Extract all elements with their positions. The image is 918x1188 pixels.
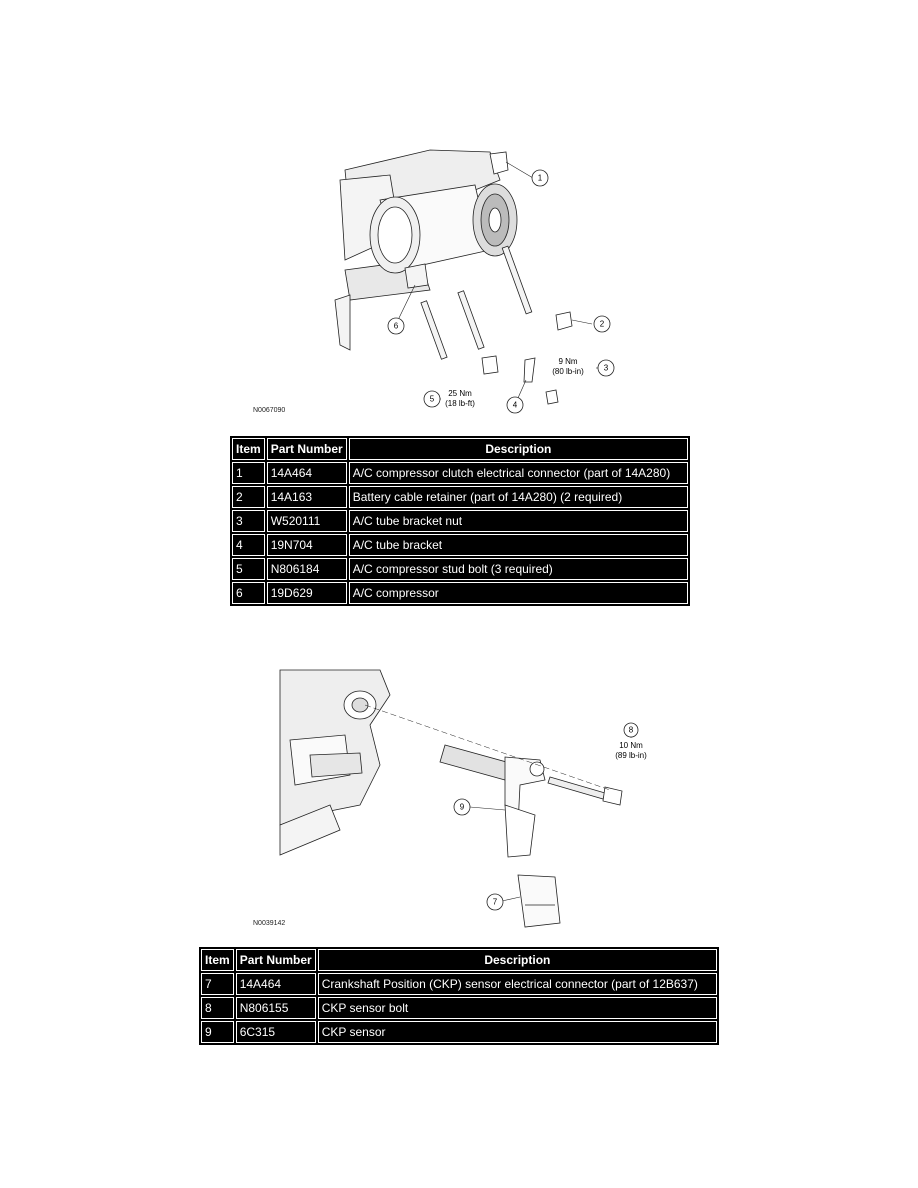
cell-part-number: 14A464 xyxy=(266,462,347,484)
callout-3-number: 3 xyxy=(604,364,609,373)
cell-part-number: 6C315 xyxy=(235,1021,316,1043)
callout-5-torque-alt: (18 lb-ft) xyxy=(445,399,475,408)
cell-item: 7 xyxy=(201,973,234,995)
cell-item: 2 xyxy=(232,486,265,508)
callout-3-torque-alt: (80 lb-in) xyxy=(552,367,584,376)
table-row: 6 19D629 A/C compressor xyxy=(232,582,688,604)
header-description: Description xyxy=(348,438,688,460)
cell-item: 4 xyxy=(232,534,265,556)
cell-description: CKP sensor bolt xyxy=(317,997,717,1019)
cell-description: A/C compressor clutch electrical connect… xyxy=(348,462,688,484)
table-row: 2 14A163 Battery cable retainer (part of… xyxy=(232,486,688,508)
callout-8-torque-alt: (89 lb-in) xyxy=(615,751,647,760)
cell-description: A/C compressor xyxy=(348,582,688,604)
cell-part-number: W520111 xyxy=(266,510,347,532)
table-header-row: Item Part Number Description xyxy=(201,949,717,971)
figure-code: N0067090 xyxy=(253,407,286,414)
callout-7-number: 7 xyxy=(493,898,498,907)
ac-compressor-drawing: 1 2 3 9 Nm (80 lb-in) 4 5 25 Nm (18 lb-f… xyxy=(334,149,615,414)
cell-item: 9 xyxy=(201,1021,234,1043)
cell-item: 6 xyxy=(232,582,265,604)
cell-description: A/C tube bracket xyxy=(348,534,688,556)
header-part-number: Part Number xyxy=(266,438,347,460)
callout-9-number: 9 xyxy=(460,803,465,812)
ac-compressor-parts-table: Item Part Number Description 1 14A464 A/… xyxy=(230,436,690,606)
ckp-sensor-parts-table: Item Part Number Description 7 14A464 Cr… xyxy=(199,947,719,1045)
cell-description: Crankshaft Position (CKP) sensor electri… xyxy=(317,973,717,995)
header-part-number: Part Number xyxy=(235,949,316,971)
table-row: 4 19N704 A/C tube bracket xyxy=(232,534,688,556)
table-row: 1 14A464 A/C compressor clutch electrica… xyxy=(232,462,688,484)
cell-description: Battery cable retainer (part of 14A280) … xyxy=(348,486,688,508)
ckp-sensor-drawing: 8 10 Nm (89 lb-in) 9 7 xyxy=(279,669,647,928)
cell-item: 5 xyxy=(232,558,265,580)
callout-6-number: 6 xyxy=(394,322,399,331)
ac-compressor-illustration: 1 2 3 9 Nm (80 lb-in) 4 5 25 Nm (18 lb-f… xyxy=(250,140,620,420)
table-row: 9 6C315 CKP sensor xyxy=(201,1021,717,1043)
cell-item: 3 xyxy=(232,510,265,532)
table-row: 7 14A464 Crankshaft Position (CKP) senso… xyxy=(201,973,717,995)
cell-item: 8 xyxy=(201,997,234,1019)
cell-part-number: 19N704 xyxy=(266,534,347,556)
cell-description: A/C compressor stud bolt (3 required) xyxy=(348,558,688,580)
callout-5-torque: 25 Nm xyxy=(448,389,472,398)
table-row: 8 N806155 CKP sensor bolt xyxy=(201,997,717,1019)
cell-description: CKP sensor xyxy=(317,1021,717,1043)
cell-item: 1 xyxy=(232,462,265,484)
cell-part-number: 14A464 xyxy=(235,973,316,995)
header-description: Description xyxy=(317,949,717,971)
cell-part-number: N806155 xyxy=(235,997,316,1019)
cell-description: A/C tube bracket nut xyxy=(348,510,688,532)
header-item: Item xyxy=(201,949,234,971)
callout-1-number: 1 xyxy=(538,174,543,183)
callout-3-torque: 9 Nm xyxy=(558,357,577,366)
header-item: Item xyxy=(232,438,265,460)
table-row: 3 W520111 A/C tube bracket nut xyxy=(232,510,688,532)
figure-code: N0039142 xyxy=(253,920,286,927)
table-header-row: Item Part Number Description xyxy=(232,438,688,460)
table-row: 5 N806184 A/C compressor stud bolt (3 re… xyxy=(232,558,688,580)
callout-5-number: 5 xyxy=(430,395,435,404)
cell-part-number: 14A163 xyxy=(266,486,347,508)
ckp-sensor-illustration: 8 10 Nm (89 lb-in) 9 7 N0039142 xyxy=(250,665,660,935)
cell-part-number: 19D629 xyxy=(266,582,347,604)
callout-8-torque: 10 Nm xyxy=(619,741,643,750)
callout-2-number: 2 xyxy=(600,320,605,329)
callout-8-number: 8 xyxy=(629,726,634,735)
callout-4-number: 4 xyxy=(513,401,518,410)
cell-part-number: N806184 xyxy=(266,558,347,580)
